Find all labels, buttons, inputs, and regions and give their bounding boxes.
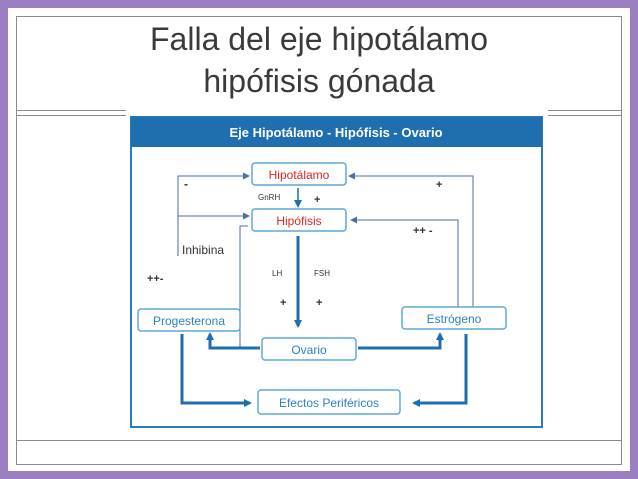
node-estrogeno: Estrógeno [427, 312, 482, 326]
label-fsh-sign: + [316, 297, 322, 309]
progesterona-to-hipotalamo-line [177, 172, 250, 256]
label-inhibina: Inhibina [182, 243, 224, 257]
node-progesterona-box [137, 308, 241, 332]
node-efectos: Efectos Periféricos [279, 396, 379, 410]
estrogeno-to-hipofisis-line [350, 216, 459, 308]
progesterona-to-efectos-arrow [180, 334, 252, 407]
node-estrogeno-box [401, 306, 507, 330]
slide-title: Falla del eje hipotálamo hipófisis gónad… [18, 18, 620, 102]
label-gnrh: GnRH [258, 193, 280, 202]
ovario-to-progesterona-arrow [206, 332, 260, 350]
node-hipotalamo: Hipotálamo [269, 168, 330, 182]
node-progesterona: Progesterona [153, 314, 225, 328]
label-left-ppm: ++- [147, 273, 164, 285]
node-ovario-box [261, 337, 357, 361]
label-right-plus: + [436, 179, 442, 191]
node-ovario: Ovario [291, 343, 327, 357]
divider-left-2 [16, 115, 126, 116]
label-left-minus: - [184, 177, 188, 191]
node-hipofisis-box [251, 208, 347, 232]
estrogeno-to-efectos-arrow [412, 334, 468, 407]
label-lh-sign: + [280, 297, 286, 309]
divider-bottom [16, 440, 622, 441]
label-fsh: FSH [314, 269, 330, 278]
label-lh: LH [272, 269, 282, 278]
title-line-1: Falla del eje hipotálamo [150, 21, 488, 57]
estrogeno-to-hipotalamo-line [348, 172, 474, 308]
divider-right-2 [548, 115, 622, 116]
diagram-figure: Eje Hipotálamo - Hipófisis - Ovario Hipo… [130, 116, 543, 428]
divider-left [16, 110, 126, 111]
node-hipotalamo-box [251, 162, 347, 186]
diagram-header: Eje Hipotálamo - Hipófisis - Ovario [229, 125, 442, 140]
diagram-header-bar [131, 117, 542, 147]
ovario-to-estrogeno-arrow [358, 332, 444, 350]
node-hipofisis: Hipófisis [276, 214, 321, 228]
axis-diagram: Eje Hipotálamo - Hipófisis - Ovario Hipo… [130, 116, 543, 428]
node-efectos-box [257, 389, 401, 415]
divider-right [548, 110, 622, 111]
label-right-ppm: ++ - [413, 225, 433, 237]
label-gnrh-sign: + [314, 194, 320, 206]
slide-frame [16, 16, 622, 465]
title-line-2: hipófisis gónada [203, 63, 435, 99]
